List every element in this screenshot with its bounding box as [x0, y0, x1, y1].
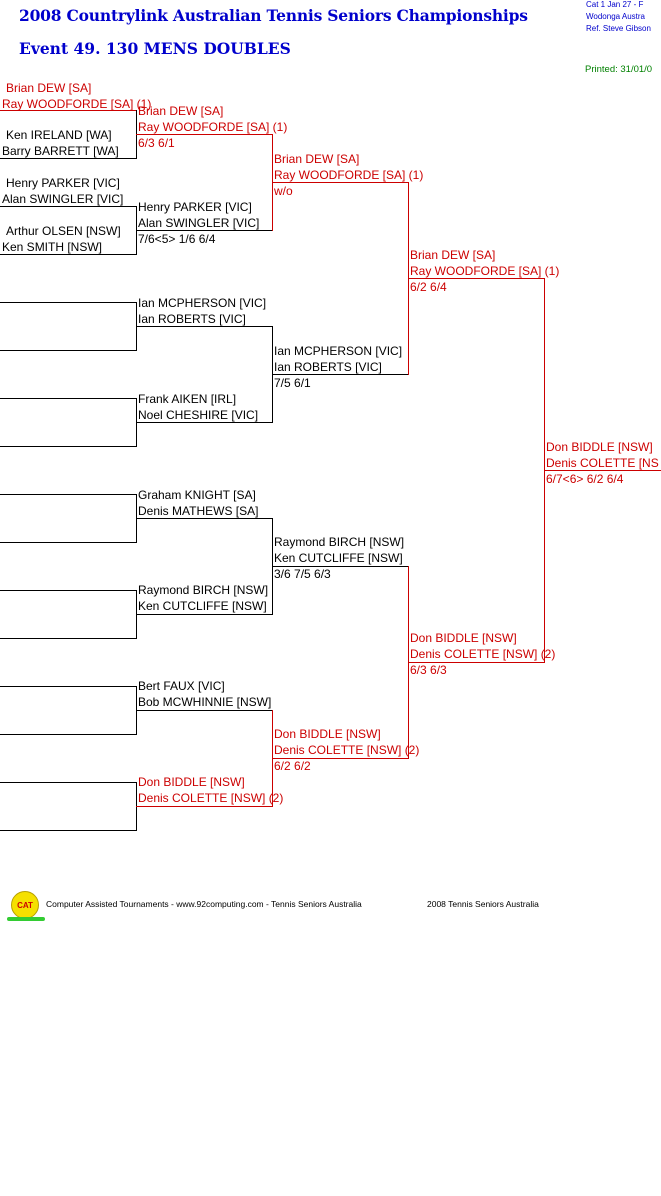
bracket-line: [136, 422, 273, 423]
player-name: Ray WOODFORDE [SA] (1): [274, 168, 424, 182]
bracket-line: [272, 566, 409, 567]
player-name: Brian DEW [SA]: [410, 248, 496, 262]
player-name: Ian MCPHERSON [VIC]: [138, 296, 267, 310]
match-score: 7/6<5> 1/6 6/4: [138, 232, 216, 246]
match-score: 7/5 6/1: [274, 376, 311, 390]
player-name: Bob MCWHINNIE [NSW]: [138, 695, 272, 709]
footer-credit: Computer Assisted Tournaments - www.92co…: [46, 899, 362, 909]
player-name: Ken SMITH [NSW]: [2, 240, 103, 254]
player-name: Denis COLETTE [NSW] (2): [410, 647, 556, 661]
player-name: Ray WOODFORDE [SA] (1): [410, 264, 560, 278]
bracket-line: [136, 326, 273, 327]
match-score: 6/3 6/1: [138, 136, 175, 150]
category-date-info: Cat 1 Jan 27 - F: [586, 0, 644, 9]
event-title: Event 49. 130 MENS DOUBLES: [19, 39, 291, 58]
bracket-line: [0, 158, 137, 159]
player-name: Denis COLETTE [NSW] (2): [138, 791, 284, 805]
logo-underline: [7, 917, 45, 921]
bracket-line: [272, 182, 409, 183]
bracket-line: [136, 614, 273, 615]
player-name: Ray WOODFORDE [SA] (1): [2, 97, 152, 111]
bracket-line: [544, 470, 661, 471]
footer-copyright: 2008 Tennis Seniors Australia: [427, 899, 539, 909]
bracket-line: [0, 830, 137, 831]
bracket-line: [0, 590, 137, 591]
bracket-line: [0, 254, 137, 255]
bracket-line: [136, 806, 273, 807]
bracket-line: [408, 278, 545, 279]
player-name: Raymond BIRCH [NSW]: [274, 535, 405, 549]
player-name: Graham KNIGHT [SA]: [138, 488, 256, 502]
cat-logo-icon: CAT: [11, 891, 39, 919]
player-name: Ian ROBERTS [VIC]: [138, 312, 246, 326]
player-name: Ken CUTCLIFFE [NSW]: [138, 599, 267, 613]
bracket-line: [0, 782, 137, 783]
bracket-line: [0, 446, 137, 447]
venue-info: Wodonga Austra: [586, 12, 646, 21]
player-name: Denis COLETTE [NSW] (2): [274, 743, 420, 757]
player-name: Ian MCPHERSON [VIC]: [274, 344, 403, 358]
player-name: Ray WOODFORDE [SA] (1): [138, 120, 288, 134]
player-name: Ian ROBERTS [VIC]: [274, 360, 382, 374]
bracket-line: [136, 134, 273, 135]
bracket-line: [0, 686, 137, 687]
match-score: 6/2 6/4: [410, 280, 447, 294]
champion-name: Denis COLETTE [NS: [546, 456, 659, 470]
match-score: w/o: [274, 184, 293, 198]
bracket-line: [0, 206, 137, 207]
player-name: Ken IRELAND [WA]: [6, 128, 112, 142]
bracket-line: [0, 638, 137, 639]
bracket-line: [0, 734, 137, 735]
player-name: Brian DEW [SA]: [138, 104, 224, 118]
player-name: Don BIDDLE [NSW]: [138, 775, 245, 789]
player-name: Raymond BIRCH [NSW]: [138, 583, 269, 597]
player-name: Don BIDDLE [NSW]: [410, 631, 517, 645]
match-score: 6/3 6/3: [410, 663, 447, 677]
player-name: Don BIDDLE [NSW]: [274, 727, 381, 741]
player-name: Ken CUTCLIFFE [NSW]: [274, 551, 403, 565]
match-score: 6/2 6/2: [274, 759, 311, 773]
bracket-line: [0, 110, 137, 111]
bracket-line: [0, 494, 137, 495]
bracket-line: [272, 374, 409, 375]
page-title: 2008 Countrylink Australian Tennis Senio…: [19, 6, 528, 25]
bracket-line: [0, 350, 137, 351]
match-score: 3/6 7/5 6/3: [274, 567, 331, 581]
printed-date: Printed: 31/01/0: [585, 64, 653, 75]
player-name: Noel CHESHIRE [VIC]: [138, 408, 259, 422]
logo-text: CAT: [17, 900, 33, 910]
player-name: Barry BARRETT [WA]: [2, 144, 119, 158]
bracket-line: [0, 302, 137, 303]
bracket-line: [136, 230, 273, 231]
bracket-line: [408, 662, 545, 663]
bracket-line: [136, 710, 273, 711]
bracket-line: [0, 542, 137, 543]
player-name: Henry PARKER [VIC]: [6, 176, 120, 190]
player-name: Henry PARKER [VIC]: [138, 200, 252, 214]
player-name: Frank AIKEN [IRL]: [138, 392, 237, 406]
player-name: Alan SWINGLER [VIC]: [2, 192, 124, 206]
referee-info: Ref. Steve Gibson: [586, 24, 651, 33]
player-name: Brian DEW [SA]: [6, 81, 92, 95]
player-name: Denis MATHEWS [SA]: [138, 504, 259, 518]
player-name: Arthur OLSEN [NSW]: [6, 224, 121, 238]
bracket-line: [0, 398, 137, 399]
bracket-line: [136, 518, 273, 519]
player-name: Bert FAUX [VIC]: [138, 679, 225, 693]
player-name: Alan SWINGLER [VIC]: [138, 216, 260, 230]
player-name: Brian DEW [SA]: [274, 152, 360, 166]
champion-name: Don BIDDLE [NSW]: [546, 440, 653, 454]
final-score: 6/7<6> 6/2 6/4: [546, 472, 624, 486]
bracket-line: [272, 758, 409, 759]
